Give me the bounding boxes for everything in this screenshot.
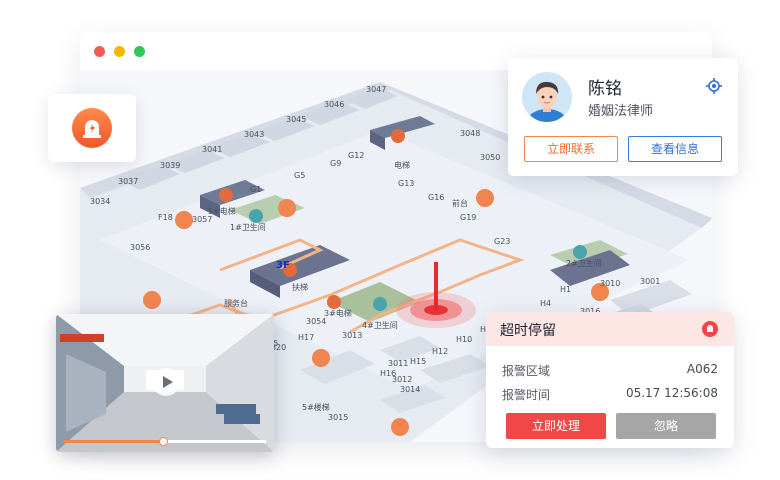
room-label: 3012: [392, 375, 412, 384]
room-label: 3048: [460, 129, 480, 138]
corridor-label: H16: [380, 369, 396, 378]
facility-label-stairs_5: 5#楼梯: [302, 402, 330, 412]
room-label: 3011: [388, 359, 408, 368]
room-label: 3014: [400, 385, 420, 394]
dark-blocks: [250, 245, 692, 413]
room-label: 3037: [118, 177, 138, 186]
close-window-button[interactable]: [94, 46, 105, 57]
facility-label-restroom_2: 2#卫生间: [566, 258, 602, 268]
room-label: 3015: [328, 413, 348, 422]
video-preview[interactable]: [56, 314, 274, 452]
room-label: 3045: [286, 115, 306, 124]
corridor-label: G1: [250, 185, 261, 194]
room-label: 3039: [160, 161, 180, 170]
room-label: 3046: [324, 100, 344, 109]
corridor-label: H20: [270, 343, 286, 352]
alert-header: 超时停留: [486, 312, 734, 346]
facility-label-front_desk: 前台: [452, 198, 468, 208]
room-label: 3016: [580, 307, 600, 316]
room-label: 3054: [306, 317, 326, 326]
room-label: 3043: [244, 130, 264, 139]
play-button[interactable]: [152, 368, 180, 396]
room-label: 3041: [202, 145, 222, 154]
facility-label-elevator_top: 电梯: [394, 160, 410, 170]
room-label: 3056: [130, 243, 150, 252]
video-progress-track[interactable]: [64, 437, 266, 446]
corridor-label: F18: [158, 213, 173, 222]
corridor-label: H1: [560, 285, 571, 294]
corridor-label: H10: [456, 335, 472, 344]
corridor-label: H15: [410, 357, 426, 366]
alarm-siren-icon[interactable]: [72, 108, 112, 148]
room-label: 3010: [600, 279, 620, 288]
corridor-label: G5: [294, 171, 305, 180]
maximize-window-button[interactable]: [134, 46, 145, 57]
alert-panel: 超时停留 报警区域 A062 报警时间 05.17 12:56:08 立即处理 …: [486, 312, 734, 448]
room-label: 3013: [342, 331, 362, 340]
facility-label-elevator_5: 5#电梯: [208, 206, 236, 216]
alert-area-label: 报警区域: [502, 364, 551, 378]
facility-label-escalator: 扶梯: [292, 282, 308, 292]
profile-card: 陈铭 婚姻法律师 立即联系 查看信息: [508, 58, 738, 176]
corridor-label: G19: [460, 213, 476, 222]
alarm-icon: [702, 321, 718, 337]
facility-label-elevator_3: 3#电梯: [324, 308, 352, 318]
alert-area-value: A062: [686, 362, 718, 376]
ignore-button[interactable]: 忽略: [616, 413, 716, 439]
corridor-label: G16: [428, 193, 444, 202]
corridor-label: H8: [480, 325, 491, 334]
facility-pins[interactable]: [219, 129, 587, 311]
room-label: 3001: [640, 277, 660, 286]
profile-role: 婚姻法律师: [588, 104, 654, 119]
hallway-video-frame: [56, 314, 274, 452]
corridor-label: G23: [494, 237, 510, 246]
room-labels: 3047 3046 3045 3043 3041 3039 3037 3034 3048 3050…: [90, 85, 660, 422]
video-progress-fill: [64, 440, 163, 443]
alert-title: 超时停留: [500, 323, 556, 339]
person-markers[interactable]: [143, 189, 609, 436]
avatar: [522, 72, 572, 122]
locate-icon[interactable]: [706, 78, 722, 94]
corridor-label: G9: [330, 159, 341, 168]
room-label: 3047: [366, 85, 386, 94]
contact-now-button[interactable]: 立即联系: [524, 136, 618, 162]
corridor-label: H12: [432, 347, 448, 356]
handle-now-button[interactable]: 立即处理: [506, 413, 606, 439]
room-label: 3034: [90, 197, 110, 206]
room-label: 3050: [480, 153, 500, 162]
room-blocks-top: [120, 88, 435, 218]
facility-label-restroom_4: 4#卫生间: [362, 320, 398, 330]
facility-label-service_desk: 服务台: [224, 298, 248, 308]
corridor-label: H4: [540, 299, 551, 308]
alert-time-value: 05.17 12:56:08: [625, 386, 718, 400]
profile-name: 陈铭: [588, 79, 622, 99]
facility-label-restroom_1: 1#卫生间: [230, 222, 266, 232]
play-icon: [163, 376, 173, 388]
floor-label: 3F: [276, 260, 290, 271]
alarm-pulse: [396, 262, 476, 328]
video-progress-knob[interactable]: [158, 437, 168, 446]
corridor-label: G12: [348, 151, 364, 160]
alert-time-label: 报警时间: [502, 388, 551, 402]
corridor-label: G13: [398, 179, 414, 188]
view-info-button[interactable]: 查看信息: [628, 136, 722, 162]
corridor-label: H17: [298, 333, 314, 342]
minimize-window-button[interactable]: [114, 46, 125, 57]
room-label: 3057: [192, 215, 212, 224]
alarm-shortcut-card[interactable]: [48, 94, 136, 162]
